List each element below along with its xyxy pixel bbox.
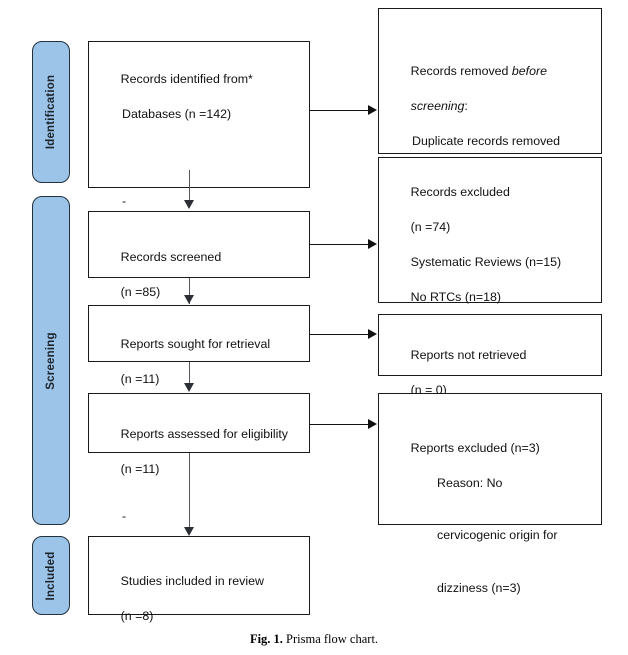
arrow-right-icon: [368, 239, 377, 249]
box-reports-assessed: Reports assessed for eligibility (n =11): [88, 393, 310, 476]
reports-excluded-title: Reports excluded (n=3): [410, 440, 540, 455]
records-removed-line1: Records removed before: [410, 63, 548, 78]
records-screened-count: (n =85): [120, 284, 161, 299]
studies-included-count: (n =8): [120, 608, 154, 623]
reports-excluded-reason-line1: Reason: No: [437, 475, 503, 490]
records-excluded-title: Records excluded: [410, 184, 510, 199]
records-identified-subtitle: Databases (n =142): [122, 106, 232, 121]
connector-assessed-to-reports-excluded: [310, 424, 370, 426]
box-studies-included: Studies included in review (n =8): [88, 536, 310, 623]
box-reports-sought: Reports sought for retrieval (n =11): [88, 305, 310, 386]
connector-sought-to-assessed: [189, 362, 191, 386]
reports-not-retrieved-count: (n = 0): [410, 382, 447, 397]
figure-caption-prefix: Fig. 1.: [249, 632, 283, 646]
connector-identified-to-removed: [310, 110, 370, 112]
arrow-down-icon: [184, 527, 194, 536]
reports-sought-count: (n =11): [120, 371, 160, 386]
records-excluded-reason-0: Systematic Reviews (n=15): [410, 254, 562, 269]
reports-not-retrieved-title: Reports not retrieved: [410, 347, 527, 362]
connector-screened-to-excluded: [310, 244, 370, 246]
phase-label-included: Included: [45, 551, 57, 600]
arrow-right-icon: [368, 419, 377, 429]
arrow-right-icon: [368, 329, 377, 339]
figure-caption: Fig. 1. Prisma flow chart.: [0, 632, 628, 647]
connector-identified-to-screened: [189, 170, 191, 202]
records-identified-title: Records identified from*: [120, 71, 253, 86]
connector-sought-to-not-retrieved: [310, 334, 370, 336]
reports-assessed-title: Reports assessed for eligibility: [120, 426, 289, 441]
connector-screened-to-sought: [189, 278, 191, 304]
phase-pill-identification: Identification: [32, 41, 70, 183]
phase-label-identification: Identification: [45, 74, 57, 150]
box-reports-excluded: Reports excluded (n=3) Reason: No cervic…: [378, 393, 602, 595]
phase-pill-screening: Screening: [32, 196, 70, 525]
arrow-down-icon: [184, 200, 194, 209]
bullet-dash-icon: -: [122, 509, 127, 523]
box-records-excluded: Records excluded (n =74) Systematic Revi…: [378, 157, 602, 409]
arrow-down-icon: [184, 295, 194, 304]
phase-pill-included: Included: [32, 536, 70, 615]
studies-included-title: Studies included in review: [120, 573, 264, 588]
box-records-identified: Records identified from* Databases (n =1…: [88, 41, 310, 558]
reports-excluded-reason-line3: dizziness (n=3): [437, 580, 521, 595]
arrow-right-icon: [368, 105, 377, 115]
box-records-screened: Records screened (n =85): [88, 211, 310, 299]
records-excluded-reason-1: No RTCs (n=18): [410, 289, 501, 304]
reports-excluded-reason-line2: cervicogenic origin for: [437, 528, 558, 542]
records-excluded-count: (n =74): [410, 219, 451, 234]
records-screened-title: Records screened: [120, 249, 222, 264]
figure-caption-text: Prisma flow chart.: [286, 632, 379, 646]
records-removed-line2: screening:: [410, 98, 468, 113]
reports-sought-title: Reports sought for retrieval: [120, 336, 271, 351]
connector-assessed-to-included: [189, 453, 191, 531]
bullet-dash-icon: -: [122, 194, 127, 208]
box-reports-not-retrieved: Reports not retrieved (n = 0): [378, 314, 602, 397]
records-removed-line3: Duplicate records removed: [412, 133, 561, 148]
phase-label-screening: Screening: [45, 331, 57, 390]
box-records-removed: Records removed before screening: Duplic…: [378, 8, 602, 200]
reports-assessed-count: (n =11): [120, 461, 160, 476]
arrow-down-icon: [184, 383, 194, 392]
